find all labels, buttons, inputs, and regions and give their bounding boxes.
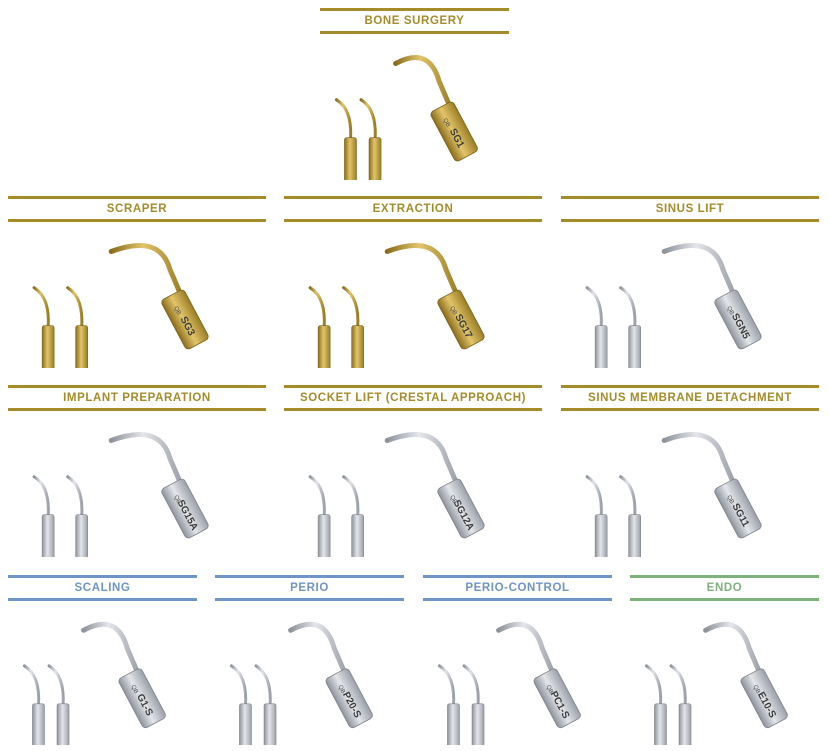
small-tip-icon	[619, 475, 641, 557]
brand-label: QB	[751, 684, 760, 694]
category-title: SCALING	[8, 575, 197, 601]
large-tip-icon: PC1-SQB	[496, 621, 581, 729]
small-tip-icon	[47, 664, 70, 745]
brand-label: QB	[336, 684, 345, 694]
category-title: BONE SURGERY	[320, 8, 509, 34]
category-title: SOCKET LIFT (CRESTAL APPROACH)	[284, 385, 542, 411]
small-tip-icon	[585, 475, 608, 557]
small-tip-icon	[437, 664, 460, 745]
small-tip-icon	[342, 475, 364, 557]
small-tip-icon	[644, 664, 667, 745]
category-title: SINUS MEMBRANE DETACHMENT	[561, 385, 819, 411]
category-title: SCRAPER	[8, 196, 266, 222]
small-tip-icon	[66, 475, 88, 557]
category-title: PERIO-CONTROL	[423, 575, 612, 601]
brand-label: QB	[172, 306, 181, 316]
small-tip-icon	[229, 664, 252, 745]
small-tip-icon	[32, 286, 55, 368]
large-tip-icon: P20-SQB	[288, 621, 373, 729]
large-tip-icon: G1-SQB	[81, 621, 166, 729]
small-tip-icon	[32, 475, 55, 557]
small-tip-icon	[359, 98, 382, 180]
small-tip-icon	[334, 98, 357, 180]
brand-label: QB	[129, 684, 138, 694]
category-title: PERIO	[215, 575, 404, 601]
small-tip-icon	[254, 664, 277, 745]
small-tip-icon	[462, 664, 485, 745]
small-tip-icon	[308, 286, 331, 368]
small-tip-icon	[669, 664, 692, 745]
small-tip-icon	[585, 286, 608, 368]
small-tip-icon	[342, 286, 364, 368]
brand-label: QB	[172, 495, 181, 505]
brand-label: QB	[448, 495, 457, 505]
category-title: SINUS LIFT	[561, 196, 819, 222]
category-title: EXTRACTION	[284, 196, 542, 222]
category-title: ENDO	[630, 575, 819, 601]
small-tip-icon	[308, 475, 331, 557]
brand-label: QB	[544, 684, 553, 694]
small-tip-icon	[22, 664, 45, 745]
brand-label: QB	[725, 306, 734, 316]
small-tip-icon	[619, 286, 641, 368]
category-title: IMPLANT PREPARATION	[8, 385, 266, 411]
brand-label: QB	[448, 306, 457, 316]
brand-label: QB	[725, 495, 734, 505]
small-tip-icon	[66, 286, 88, 368]
large-tip-icon: E10-SQB	[703, 621, 788, 729]
brand-label: QB	[441, 118, 450, 128]
